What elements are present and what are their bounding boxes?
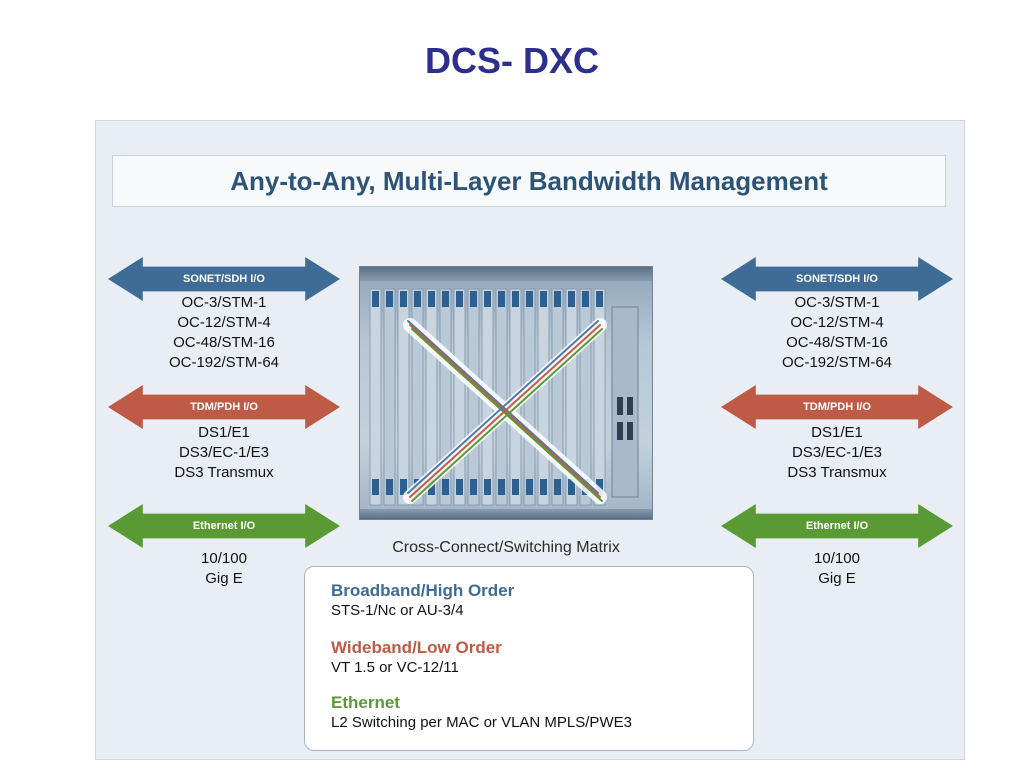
slot-latch bbox=[442, 291, 449, 307]
cross-connect-lines bbox=[403, 318, 607, 504]
slot-latch bbox=[386, 291, 393, 307]
right-sonet-item: OC-192/STM-64 bbox=[781, 354, 893, 371]
slot-latch bbox=[554, 479, 561, 495]
slot-latch bbox=[554, 291, 561, 307]
slot-latch bbox=[372, 479, 379, 495]
right-ethernet-item: Gig E bbox=[818, 570, 856, 587]
legend-item-broadband: Broadband/High Order STS-1/Nc or AU-3/4 bbox=[331, 581, 514, 619]
slot-latch bbox=[596, 291, 603, 307]
left-tdm-label: TDM/PDH I/O bbox=[190, 401, 258, 413]
slot-latch bbox=[470, 291, 477, 307]
legend-box: Broadband/High Order STS-1/Nc or AU-3/4 … bbox=[304, 566, 754, 751]
legend-detail: STS-1/Nc or AU-3/4 bbox=[331, 602, 464, 619]
rack-slot bbox=[397, 288, 410, 506]
slot-latch bbox=[484, 479, 491, 495]
right-ethernet-list: 10/100 Gig E bbox=[721, 549, 953, 589]
slot-latch bbox=[414, 291, 421, 307]
left-sonet-item: OC-192/STM-64 bbox=[168, 354, 280, 371]
left-ethernet-arrow: Ethernet I/O bbox=[108, 504, 340, 548]
right-tdm-label: TDM/PDH I/O bbox=[803, 401, 871, 413]
slot-latch bbox=[512, 479, 519, 495]
left-sonet-item: OC-12/STM-4 bbox=[177, 314, 271, 331]
rack-slot bbox=[537, 288, 550, 506]
rack-slot bbox=[551, 288, 564, 506]
slot-latch bbox=[470, 479, 477, 495]
slot-latch bbox=[526, 291, 533, 307]
right-tdm-item: DS3/EC-1/E3 bbox=[791, 444, 883, 461]
slide-title: DCS- DXC bbox=[424, 40, 599, 81]
left-sonet-list: OC-3/STM-1 OC-12/STM-4 OC-48/STM-16 OC-1… bbox=[108, 293, 340, 373]
right-sonet-label: SONET/SDH I/O bbox=[796, 273, 878, 285]
bandwidth-diagram: Any-to-Any, Multi-Layer Bandwidth Manage… bbox=[95, 120, 965, 760]
slot-latch bbox=[568, 479, 575, 495]
left-sonet-item: OC-48/STM-16 bbox=[173, 334, 275, 351]
right-tdm-item: DS1/E1 bbox=[811, 424, 863, 441]
slot-latch bbox=[428, 479, 435, 495]
slot-latch bbox=[372, 291, 379, 307]
rack-slot bbox=[369, 288, 382, 506]
rack-slot bbox=[565, 288, 578, 506]
rack-slot bbox=[467, 288, 480, 506]
rack-slot bbox=[593, 288, 606, 506]
slot-latch bbox=[400, 291, 407, 307]
right-sonet-item: OC-48/STM-16 bbox=[786, 334, 888, 351]
right-sonet-list: OC-3/STM-1 OC-12/STM-4 OC-48/STM-16 OC-1… bbox=[721, 293, 953, 373]
right-ethernet-label: Ethernet I/O bbox=[805, 520, 869, 532]
rack-slot bbox=[579, 288, 592, 506]
slot-latch bbox=[540, 479, 547, 495]
slot-latch bbox=[386, 479, 393, 495]
slot-latch bbox=[400, 479, 407, 495]
left-ethernet-list: 10/100 Gig E bbox=[108, 549, 340, 589]
rack-slot bbox=[425, 288, 438, 506]
right-sonet-item: OC-12/STM-4 bbox=[790, 314, 884, 331]
rack-side-panel bbox=[611, 306, 639, 498]
slot-latch bbox=[498, 291, 505, 307]
rack-slot bbox=[453, 288, 466, 506]
slot-latch bbox=[526, 479, 533, 495]
diagram-banner: Any-to-Any, Multi-Layer Bandwidth Manage… bbox=[112, 155, 946, 207]
left-tdm-item: DS3/EC-1/E3 bbox=[178, 444, 270, 461]
left-ethernet-item: 10/100 bbox=[201, 550, 247, 567]
right-tdm-list: DS1/E1 DS3/EC-1/E3 DS3 Transmux bbox=[721, 423, 953, 483]
left-tdm-item: DS1/E1 bbox=[198, 424, 250, 441]
slot-latch bbox=[456, 291, 463, 307]
slot-latch bbox=[442, 479, 449, 495]
legend-detail: L2 Switching per MAC or VLAN MPLS/PWE3 bbox=[331, 714, 632, 731]
right-tdm-item: DS3 Transmux bbox=[787, 464, 887, 481]
slot-latch bbox=[582, 291, 589, 307]
rack-bottom-rail bbox=[360, 509, 652, 519]
left-tdm-list: DS1/E1 DS3/EC-1/E3 DS3 Transmux bbox=[108, 423, 340, 483]
slot-latch bbox=[484, 291, 491, 307]
legend-detail: VT 1.5 or VC-12/11 bbox=[331, 659, 459, 676]
rack-slot bbox=[411, 288, 424, 506]
left-sonet-item: OC-3/STM-1 bbox=[181, 294, 267, 311]
matrix-caption: Cross-Connect/Switching Matrix bbox=[392, 539, 620, 556]
rack-slot bbox=[439, 288, 452, 506]
legend-item-ethernet: Ethernet L2 Switching per MAC or VLAN MP… bbox=[331, 693, 632, 731]
slot-latch bbox=[596, 479, 603, 495]
rack-top-rail bbox=[360, 267, 652, 281]
right-ethernet-arrow: Ethernet I/O bbox=[721, 504, 953, 548]
legend-heading: Wideband/Low Order bbox=[331, 638, 502, 657]
legend-heading: Broadband/High Order bbox=[331, 581, 515, 600]
right-sonet-item: OC-3/STM-1 bbox=[794, 294, 880, 311]
left-ethernet-label: Ethernet I/O bbox=[192, 520, 256, 532]
rack-slot bbox=[383, 288, 396, 506]
left-sonet-label: SONET/SDH I/O bbox=[183, 273, 265, 285]
legend-heading: Ethernet bbox=[331, 693, 400, 712]
left-ethernet-item: Gig E bbox=[205, 570, 243, 587]
legend-item-wideband: Wideband/Low Order VT 1.5 or VC-12/11 bbox=[331, 638, 502, 676]
slot-latch bbox=[568, 291, 575, 307]
slot-latch bbox=[498, 479, 505, 495]
slot-latch bbox=[512, 291, 519, 307]
slot-latch bbox=[456, 479, 463, 495]
left-tdm-item: DS3 Transmux bbox=[174, 464, 274, 481]
right-ethernet-item: 10/100 bbox=[814, 550, 860, 567]
rack-graphic bbox=[369, 288, 639, 506]
switching-matrix-rack bbox=[359, 266, 653, 520]
slot-latch bbox=[540, 291, 547, 307]
slot-latch bbox=[428, 291, 435, 307]
